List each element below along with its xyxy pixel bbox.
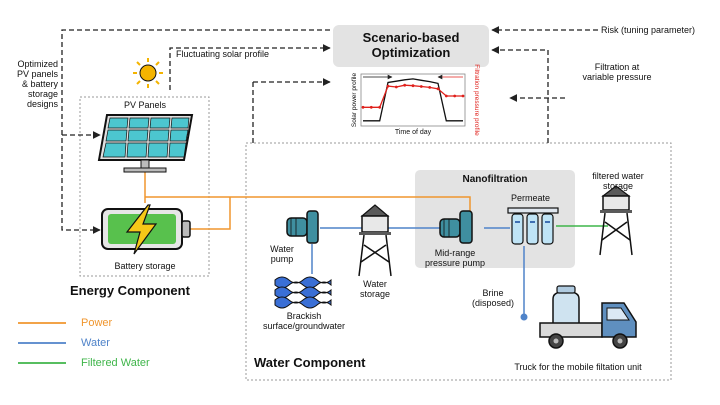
filtered-water-tower-icon <box>599 185 633 256</box>
optimization-title: Scenario-based Optimization <box>333 30 489 60</box>
water-storage-label-line1: Water <box>363 279 387 289</box>
brine-label-line1: Brine <box>482 288 504 298</box>
pressure-pump-label-line1: Mid-range <box>434 248 476 258</box>
chart-point-filtration-pressure <box>461 94 465 98</box>
sun-icon <box>133 58 163 88</box>
water-pump-icon <box>286 210 319 244</box>
chart-point-filtration-pressure <box>444 94 448 98</box>
truck-icon <box>539 285 637 349</box>
solar-profile-arrow <box>169 44 331 90</box>
filtration-label: Filtration at variable pressure <box>567 62 667 82</box>
chart-point-filtration-pressure <box>428 86 432 89</box>
water-pump-label: Water pump <box>262 244 302 264</box>
chart-point-filtration-pressure <box>378 105 382 109</box>
designs-label-line2: PV panels <box>16 69 58 79</box>
designs-label-line5: designs <box>26 99 58 109</box>
filtration-label-line1: Filtration at <box>594 62 640 72</box>
pressure-pump-icon <box>439 210 473 244</box>
chart-ylabel-right: Filtration pressure profile <box>473 64 480 136</box>
chart-point-filtration-pressure <box>436 87 440 91</box>
optimization-box <box>333 25 489 67</box>
chart-point-filtration-pressure <box>419 85 423 88</box>
filtration-arrow <box>491 46 549 143</box>
designs-label-line4: storage <box>27 89 58 99</box>
energy-zone-border <box>79 96 210 277</box>
nanofiltration-title: Nanofiltration <box>462 174 528 185</box>
legend-water-label: Water <box>81 337 110 349</box>
water-pump-label-line1: Water <box>270 244 294 254</box>
designs-label-line1: Optimized <box>17 59 58 69</box>
brackish-water-label-line2: surface/groundwater <box>262 321 346 331</box>
brine-outlet-dot <box>520 313 528 321</box>
solar-profile-label: Fluctuating solar profile <box>176 49 270 59</box>
pressure-pump-label-line2: pressure pump <box>424 258 486 268</box>
filter-cartridges-icon <box>507 207 559 245</box>
pressure-pump-label: Mid-range pressure pump <box>414 248 496 268</box>
optimization-title-line1: Scenario-based <box>362 30 460 45</box>
filtration-label-line2: variable pressure <box>582 72 652 82</box>
filtered-storage-label: filtered water storage <box>578 171 658 191</box>
water-zone-border <box>245 142 672 381</box>
brackish-water-label-line1: Brackish <box>286 311 322 321</box>
chart-line-solar-power <box>363 78 463 122</box>
water-storage-tower-icon <box>358 204 392 277</box>
chart-ylabel-left: Solar power profile <box>351 73 358 128</box>
water-storage-label-line2: storage <box>359 289 391 299</box>
chart-point-filtration-pressure <box>411 84 415 88</box>
designs-arrow <box>61 29 330 234</box>
brackish-water-icon <box>274 276 332 309</box>
chart-point-filtration-pressure <box>403 83 407 87</box>
filtered-storage-label-line1: filtered water <box>592 171 644 181</box>
water-pump-label-line2: pump <box>270 254 294 264</box>
chart-point-filtration-pressure <box>369 105 373 109</box>
brine-label-line2: (disposed) <box>471 298 515 308</box>
optimization-title-line2: Optimization <box>371 45 451 60</box>
truck-label: Truck for the mobile filtation unit <box>514 362 642 372</box>
designs-label: Optimized PV panels & battery storage de… <box>0 59 58 109</box>
energy-component-title: Energy Component <box>70 283 190 298</box>
chart-xlabel: Time of day <box>395 129 432 136</box>
chart-point-filtration-pressure <box>394 85 398 89</box>
battery-icon <box>101 204 191 255</box>
profile-chart: Time of day Solar power profile Filtrati… <box>351 64 480 136</box>
designs-label-line3: & battery <box>21 79 58 89</box>
legend-filtered-water-label: Filtered Water <box>81 357 150 369</box>
power-line-battery <box>190 197 231 230</box>
battery-label: Battery storage <box>114 261 176 271</box>
risk-label: Risk (tuning parameter) <box>601 25 696 35</box>
water-storage-label: Water storage <box>349 279 401 299</box>
chart-point-filtration-pressure <box>453 94 457 98</box>
brine-label: Brine (disposed) <box>465 288 521 308</box>
chart-plot-area <box>360 73 466 127</box>
brackish-water-label: Brackish surface/groundwater <box>252 311 356 331</box>
permeate-label: Permeate <box>511 193 551 203</box>
filtered-storage-label-line2: storage <box>602 181 634 191</box>
chart-point-filtration-pressure <box>386 84 390 88</box>
chart-point-filtration-pressure <box>361 105 365 109</box>
pv-panel-icon <box>97 114 194 173</box>
pv-panels-label: PV Panels <box>123 100 167 110</box>
water-component-title: Water Component <box>254 355 366 370</box>
legend-power-label: Power <box>81 317 113 329</box>
